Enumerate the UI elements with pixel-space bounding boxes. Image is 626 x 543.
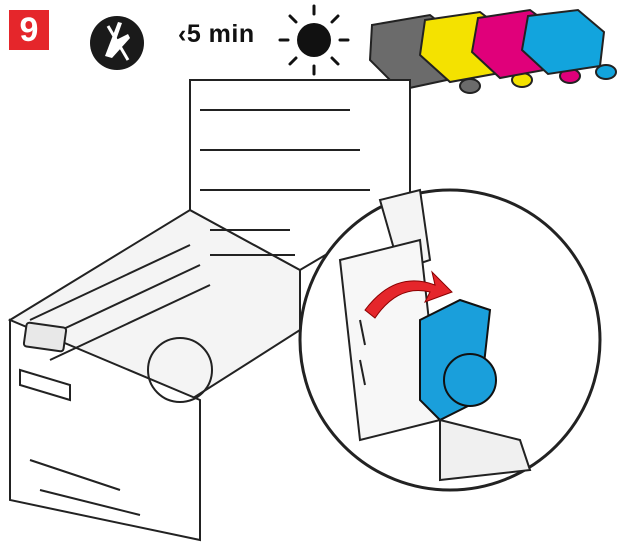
no-touch-icon [90,16,144,70]
zoom-detail-circle [300,190,600,490]
sun-light-icon [280,6,348,74]
